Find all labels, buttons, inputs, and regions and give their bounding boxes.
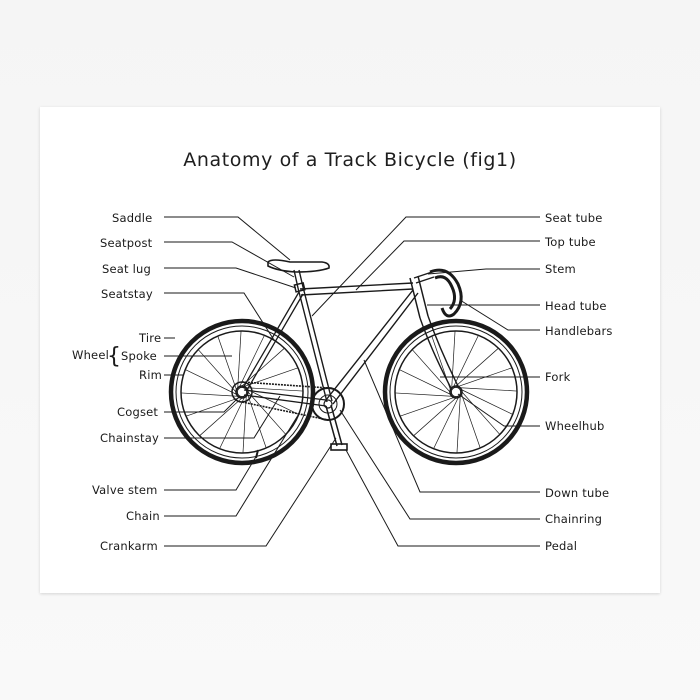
left-leader-lines xyxy=(164,216,337,547)
front-spoke xyxy=(394,392,458,397)
leader-chainstay xyxy=(164,395,281,439)
front-spoke xyxy=(451,347,499,391)
left-labels: Saddle Seatpost Seat lug Seatstay Tire W… xyxy=(72,211,162,553)
front-spoke xyxy=(454,387,518,392)
diagram-title: Anatomy of a Track Bicycle (fig1) xyxy=(183,149,517,171)
handlebars-drawing xyxy=(429,268,463,318)
label-rim: Rim xyxy=(139,368,162,382)
leader-stem xyxy=(427,268,540,275)
top-tube-drawing xyxy=(299,282,414,296)
rear-spoke xyxy=(199,393,247,437)
label-chainstay: Chainstay xyxy=(100,431,159,445)
label-stem: Stem xyxy=(545,262,576,276)
leader-cogset xyxy=(164,395,241,413)
rear-tire xyxy=(168,318,316,466)
leader-chain xyxy=(164,411,301,517)
front-spokes xyxy=(394,330,518,454)
rear-wheel xyxy=(168,318,316,466)
leader-handlebars xyxy=(459,299,540,331)
leader-seatpost xyxy=(164,241,295,278)
front-spoke xyxy=(450,335,479,393)
rear-tire-inner-edge xyxy=(175,325,309,459)
front-hub xyxy=(449,385,463,399)
label-seatstay: Seatstay xyxy=(101,287,153,301)
label-tire: Tire xyxy=(138,331,161,345)
front-spoke xyxy=(456,390,461,454)
label-chain: Chain xyxy=(126,509,160,523)
rear-rim xyxy=(180,330,304,454)
bicycle-illustration xyxy=(168,259,530,466)
leader-crankarm xyxy=(164,437,337,547)
label-seat-lug: Seat lug xyxy=(102,262,151,276)
front-spoke xyxy=(411,349,455,397)
label-top-tube: Top tube xyxy=(544,235,596,249)
seat-tube-drawing xyxy=(297,286,333,403)
label-saddle: Saddle xyxy=(112,211,152,225)
front-spoke xyxy=(413,393,461,437)
front-rim xyxy=(394,330,518,454)
chain-drawing xyxy=(241,381,329,421)
front-wheel xyxy=(382,318,530,466)
label-crankarm: Crankarm xyxy=(100,539,158,553)
wheel-brace: { xyxy=(107,344,121,369)
front-spoke xyxy=(451,330,456,394)
front-spoke xyxy=(457,387,501,435)
leader-top-tube xyxy=(355,240,540,291)
leader-chainring xyxy=(339,409,540,520)
fork-drawing xyxy=(419,315,460,391)
label-wheel: Wheel xyxy=(72,348,109,362)
label-cogset: Cogset xyxy=(117,405,158,419)
label-handlebars: Handlebars xyxy=(545,324,613,338)
label-fork: Fork xyxy=(545,370,571,384)
leader-saddle xyxy=(164,216,291,261)
head-tube-drawing xyxy=(409,275,429,319)
front-spoke xyxy=(399,369,457,398)
seat-lug-drawing xyxy=(293,281,306,293)
label-chainring: Chainring xyxy=(545,512,602,526)
stem-drawing xyxy=(413,271,435,284)
leader-seat-tube xyxy=(311,216,540,317)
leader-seatstay xyxy=(164,292,275,341)
down-tube-drawing xyxy=(325,289,419,405)
rear-spoke xyxy=(219,391,248,449)
poster-sheet xyxy=(40,107,660,593)
front-tire-inner-edge xyxy=(389,325,523,459)
leader-pedal xyxy=(345,449,540,547)
right-labels: Seat tube Top tube Stem Head tube Handle… xyxy=(544,211,613,553)
pedal-drawing xyxy=(330,443,348,451)
leader-down-tube xyxy=(363,359,540,493)
cogset-gear xyxy=(231,381,253,403)
label-pedal: Pedal xyxy=(545,539,577,553)
front-spoke xyxy=(459,388,481,449)
front-spoke xyxy=(399,395,460,417)
label-down-tube: Down tube xyxy=(545,486,609,500)
leader-valve-stem xyxy=(164,454,258,491)
label-spoke: Spoke xyxy=(121,349,157,363)
right-leader-lines xyxy=(311,216,540,547)
front-spoke xyxy=(455,386,513,415)
label-head-tube: Head tube xyxy=(545,299,607,313)
label-seat-tube: Seat tube xyxy=(545,211,603,225)
front-tire xyxy=(382,318,530,466)
front-spoke xyxy=(452,367,513,389)
rear-hub xyxy=(235,385,249,399)
label-valve-stem: Valve stem xyxy=(92,483,158,497)
seatstay-drawing xyxy=(242,291,304,391)
front-spoke xyxy=(433,391,462,449)
label-seatpost: Seatpost xyxy=(100,236,153,250)
label-wheelhub: Wheelhub xyxy=(545,419,604,433)
leader-wheelhub xyxy=(457,393,540,427)
rear-spoke xyxy=(197,349,241,397)
leader-seat-lug xyxy=(164,267,297,289)
bottom-bracket xyxy=(323,399,333,409)
rear-spoke xyxy=(185,369,243,398)
